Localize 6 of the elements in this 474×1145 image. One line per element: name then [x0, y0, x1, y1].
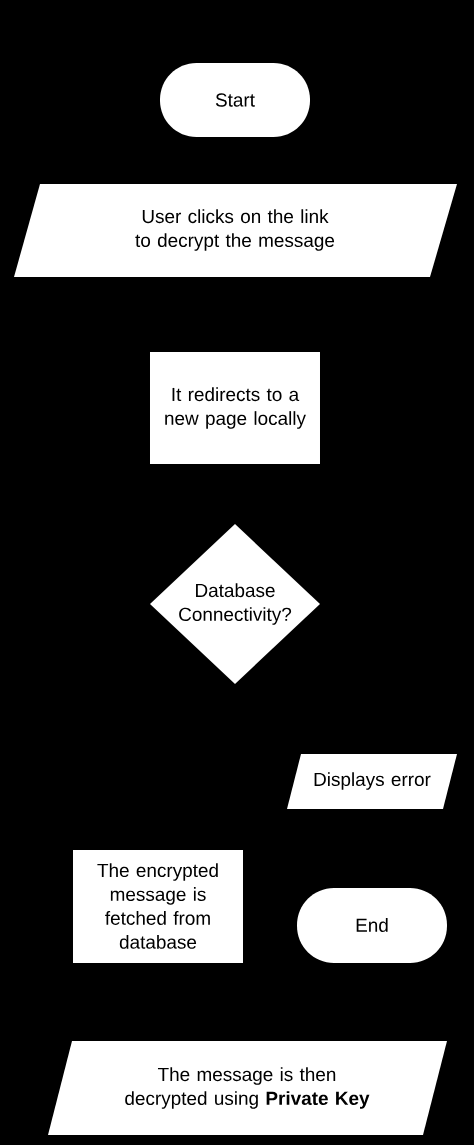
input-output-parallelogram: Displays error: [287, 754, 457, 809]
process-box: It redirects to a new page locally: [150, 352, 320, 464]
input-output-parallelogram: The message is then decrypted using Private Key: [48, 1041, 447, 1135]
terminal-box: Start: [160, 63, 310, 137]
input-output-parallelogram: User clicks on the link to decrypt the message: [14, 184, 457, 277]
process-box: The encrypted message is fetched from database: [73, 850, 243, 963]
